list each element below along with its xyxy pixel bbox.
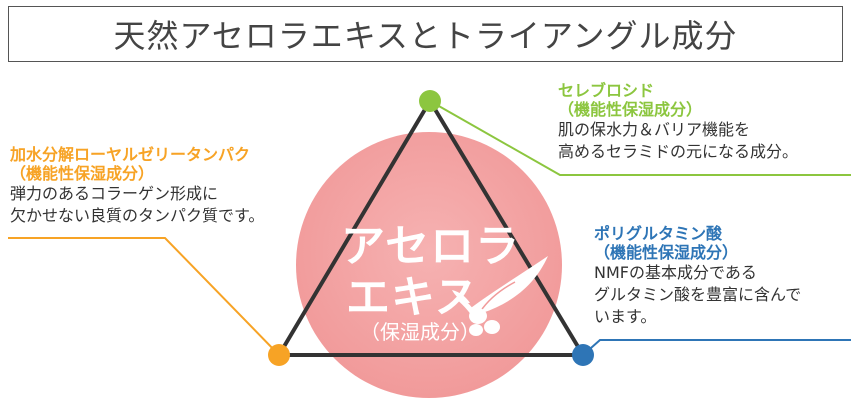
royal-jelly-heading: 加水分解ローヤルゼリータンパク <box>10 145 251 164</box>
polyglutamic-desc-line3: います。 <box>594 307 657 326</box>
leader-line-green <box>429 100 851 176</box>
triangle-outline <box>277 99 585 357</box>
vertex-dot-green <box>419 90 441 112</box>
center-subtitle: （保湿成分） <box>360 320 480 344</box>
ceramide-desc-line2: 高めるセラミドの元になる成分。 <box>558 142 799 161</box>
center-title-line1: アセロラ <box>341 221 521 272</box>
annotation-royal-jelly: 加水分解ローヤルゼリータンパク （機能性保湿成分） 弾力のあるコラーゲン形成に … <box>10 145 264 227</box>
vertex-dot-orange <box>268 344 290 366</box>
ceramide-heading: セレブロシド <box>558 81 655 100</box>
leader-line-blue <box>582 339 851 356</box>
ceramide-subheading: （機能性保湿成分） <box>558 100 703 119</box>
acerola-leaf-icon <box>452 256 548 336</box>
polyglutamic-subheading: （機能性保湿成分） <box>594 243 739 262</box>
center-title-line2: エキス <box>346 272 480 323</box>
polyglutamic-heading: ポリグルタミン酸 <box>594 224 723 243</box>
annotation-ceramide: セレブロシド （機能性保湿成分） 肌の保水力＆バリア機能を 高めるセラミドの元に… <box>558 81 798 163</box>
annotation-polyglutamic: ポリグルタミン酸 （機能性保湿成分） NMFの基本成分である グルタミン酸を豊富… <box>594 224 801 328</box>
royal-jelly-subheading: （機能性保湿成分） <box>10 164 155 183</box>
page-title: 天然アセロラエキスとトライアングル成分 <box>8 6 843 62</box>
ceramide-desc-line1: 肌の保水力＆バリア機能を <box>558 120 751 139</box>
leader-line-orange <box>8 237 280 356</box>
polyglutamic-desc-line1: NMFの基本成分である <box>594 263 757 282</box>
polyglutamic-desc-line2: グルタミン酸を豊富に含んで <box>594 285 802 304</box>
vertex-dot-blue <box>572 344 594 366</box>
royal-jelly-desc-line2: 欠かせない良質のタンパク質です。 <box>10 206 265 225</box>
royal-jelly-desc-line1: 弾力のあるコラーゲン形成に <box>10 184 219 203</box>
